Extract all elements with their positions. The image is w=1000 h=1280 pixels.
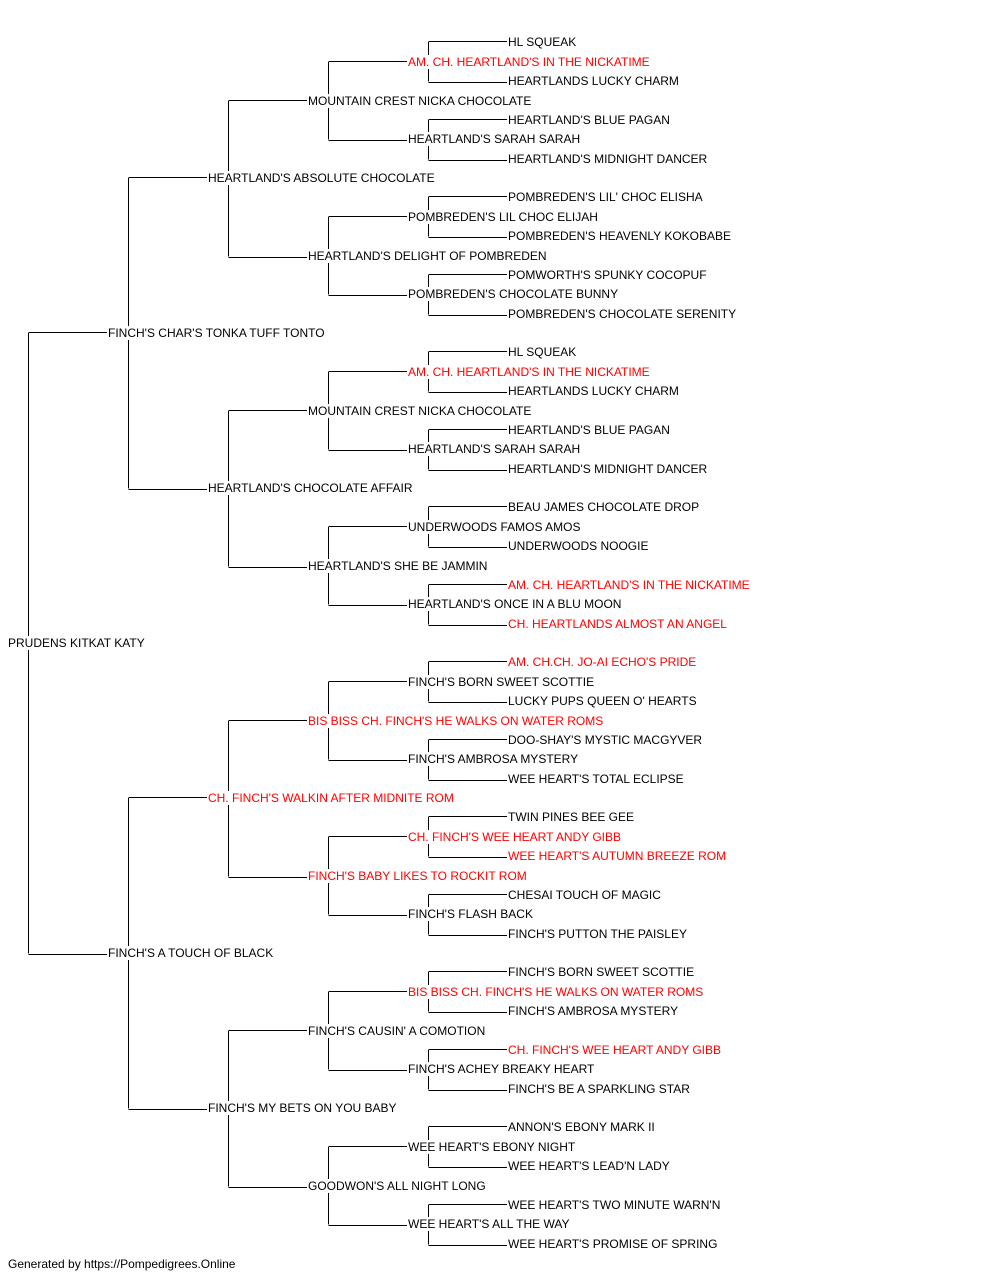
ancestor-name: FINCH'S BE A SPARKLING STAR: [507, 1081, 691, 1096]
ancestor-name: ANNON'S EBONY MARK II: [507, 1120, 656, 1135]
ancestor-name: CH. HEARTLANDS ALMOST AN ANGEL: [507, 616, 728, 631]
ancestor-name: WEE HEART'S PROMISE OF SPRING: [507, 1236, 719, 1251]
subject-dog-name: PRUDENS KITKAT KATY: [7, 636, 146, 650]
ancestor-name: LUCKY PUPS QUEEN O' HEARTS: [507, 694, 698, 709]
ancestor-name: FINCH'S ACHEY BREAKY HEART: [407, 1062, 596, 1077]
ancestor-name: CHESAI TOUCH OF MAGIC: [507, 887, 662, 902]
ancestor-name: HEARTLAND'S SARAH SARAH: [407, 132, 582, 147]
ancestor-name: HEARTLANDS LUCKY CHARM: [507, 384, 680, 399]
ancestor-name: MOUNTAIN CREST NICKA CHOCOLATE: [307, 403, 533, 418]
ancestor-name: POMWORTH'S SPUNKY COCOPUF: [507, 267, 708, 282]
ancestor-name: UNDERWOODS FAMOS AMOS: [407, 519, 582, 534]
ancestor-name: WEE HEART'S TOTAL ECLIPSE: [507, 771, 685, 786]
ancestor-name: HEARTLAND'S ABSOLUTE CHOCOLATE: [207, 171, 436, 185]
ancestor-name: HL SQUEAK: [507, 35, 578, 50]
ancestor-name: HEARTLAND'S BLUE PAGAN: [507, 422, 671, 437]
ancestor-name: FINCH'S PUTTON THE PAISLEY: [507, 926, 688, 941]
ancestor-name: AM. CH. HEARTLAND'S IN THE NICKATIME: [407, 364, 651, 379]
ancestor-name: FINCH'S AMBROSA MYSTERY: [507, 1004, 680, 1019]
ancestor-name: GOODWON'S ALL NIGHT LONG: [307, 1178, 487, 1193]
ancestor-name: POMBREDEN'S CHOCOLATE SERENITY: [507, 306, 738, 321]
ancestor-name: WEE HEART'S AUTUMN BREEZE ROM: [507, 849, 728, 864]
ancestor-name: AM. CH. HEARTLAND'S IN THE NICKATIME: [507, 577, 751, 592]
generated-by-footer: Generated by https://Pompedigrees.Online: [8, 1257, 236, 1271]
ancestor-name: FINCH'S FLASH BACK: [407, 907, 534, 922]
ancestor-name: FINCH'S CHAR'S TONKA TUFF TONTO: [107, 326, 326, 340]
ancestor-name: POMBREDEN'S HEAVENLY KOKOBABE: [507, 229, 733, 244]
ancestor-name: AM. CH.CH. JO-AI ECHO'S PRIDE: [507, 655, 698, 670]
ancestor-name: WEE HEART'S LEAD'N LADY: [507, 1159, 671, 1174]
ancestor-name: FINCH'S MY BETS ON YOU BABY: [207, 1101, 398, 1115]
ancestor-name: FINCH'S BORN SWEET SCOTTIE: [407, 674, 596, 689]
ancestor-name: BIS BISS CH. FINCH'S HE WALKS ON WATER R…: [307, 713, 605, 728]
ancestor-name: HEARTLAND'S SARAH SARAH: [407, 442, 582, 457]
ancestor-name: FINCH'S BORN SWEET SCOTTIE: [507, 965, 696, 980]
ancestor-name: POMBREDEN'S LIL CHOC ELIJAH: [407, 209, 599, 224]
ancestor-name: FINCH'S BABY LIKES TO ROCKIT ROM: [307, 868, 528, 883]
ancestor-name: HEARTLAND'S ONCE IN A BLU MOON: [407, 597, 623, 612]
ancestor-name: FINCH'S AMBROSA MYSTERY: [407, 752, 580, 767]
ancestor-name: CH. FINCH'S WEE HEART ANDY GIBB: [407, 829, 622, 844]
ancestor-name: HEARTLAND'S MIDNIGHT DANCER: [507, 151, 709, 166]
ancestor-name: FINCH'S A TOUCH OF BLACK: [107, 946, 275, 960]
ancestor-name: AM. CH. HEARTLAND'S IN THE NICKATIME: [407, 54, 651, 69]
ancestor-name: HEARTLAND'S DELIGHT OF POMBREDEN: [307, 248, 548, 263]
ancestor-name: HL SQUEAK: [507, 345, 578, 360]
ancestor-name: POMBREDEN'S CHOCOLATE BUNNY: [407, 287, 620, 302]
ancestor-name: HEARTLAND'S BLUE PAGAN: [507, 112, 671, 127]
ancestor-name: BIS BISS CH. FINCH'S HE WALKS ON WATER R…: [407, 984, 705, 999]
ancestor-name: WEE HEART'S EBONY NIGHT: [407, 1139, 577, 1154]
ancestor-name: MOUNTAIN CREST NICKA CHOCOLATE: [307, 93, 533, 108]
ancestor-name: HEARTLANDS LUCKY CHARM: [507, 74, 680, 89]
ancestor-name: WEE HEART'S TWO MINUTE WARN'N: [507, 1197, 722, 1212]
ancestor-name: CH. FINCH'S WALKIN AFTER MIDNITE ROM: [207, 791, 455, 805]
ancestor-name: FINCH'S CAUSIN' A COMOTION: [307, 1023, 487, 1038]
ancestor-name: BEAU JAMES CHOCOLATE DROP: [507, 500, 701, 515]
ancestor-name: CH. FINCH'S WEE HEART ANDY GIBB: [507, 1042, 722, 1057]
ancestor-name: HEARTLAND'S SHE BE JAMMIN: [307, 558, 489, 573]
ancestor-name: POMBREDEN'S LIL' CHOC ELISHA: [507, 190, 704, 205]
ancestor-name: TWIN PINES BEE GEE: [507, 810, 636, 825]
ancestor-name: WEE HEART'S ALL THE WAY: [407, 1217, 571, 1232]
ancestor-name: HEARTLAND'S MIDNIGHT DANCER: [507, 461, 709, 476]
ancestor-name: UNDERWOODS NOOGIE: [507, 539, 650, 554]
ancestor-name: DOO-SHAY'S MYSTIC MACGYVER: [507, 732, 704, 747]
ancestor-name: HEARTLAND'S CHOCOLATE AFFAIR: [207, 481, 414, 495]
